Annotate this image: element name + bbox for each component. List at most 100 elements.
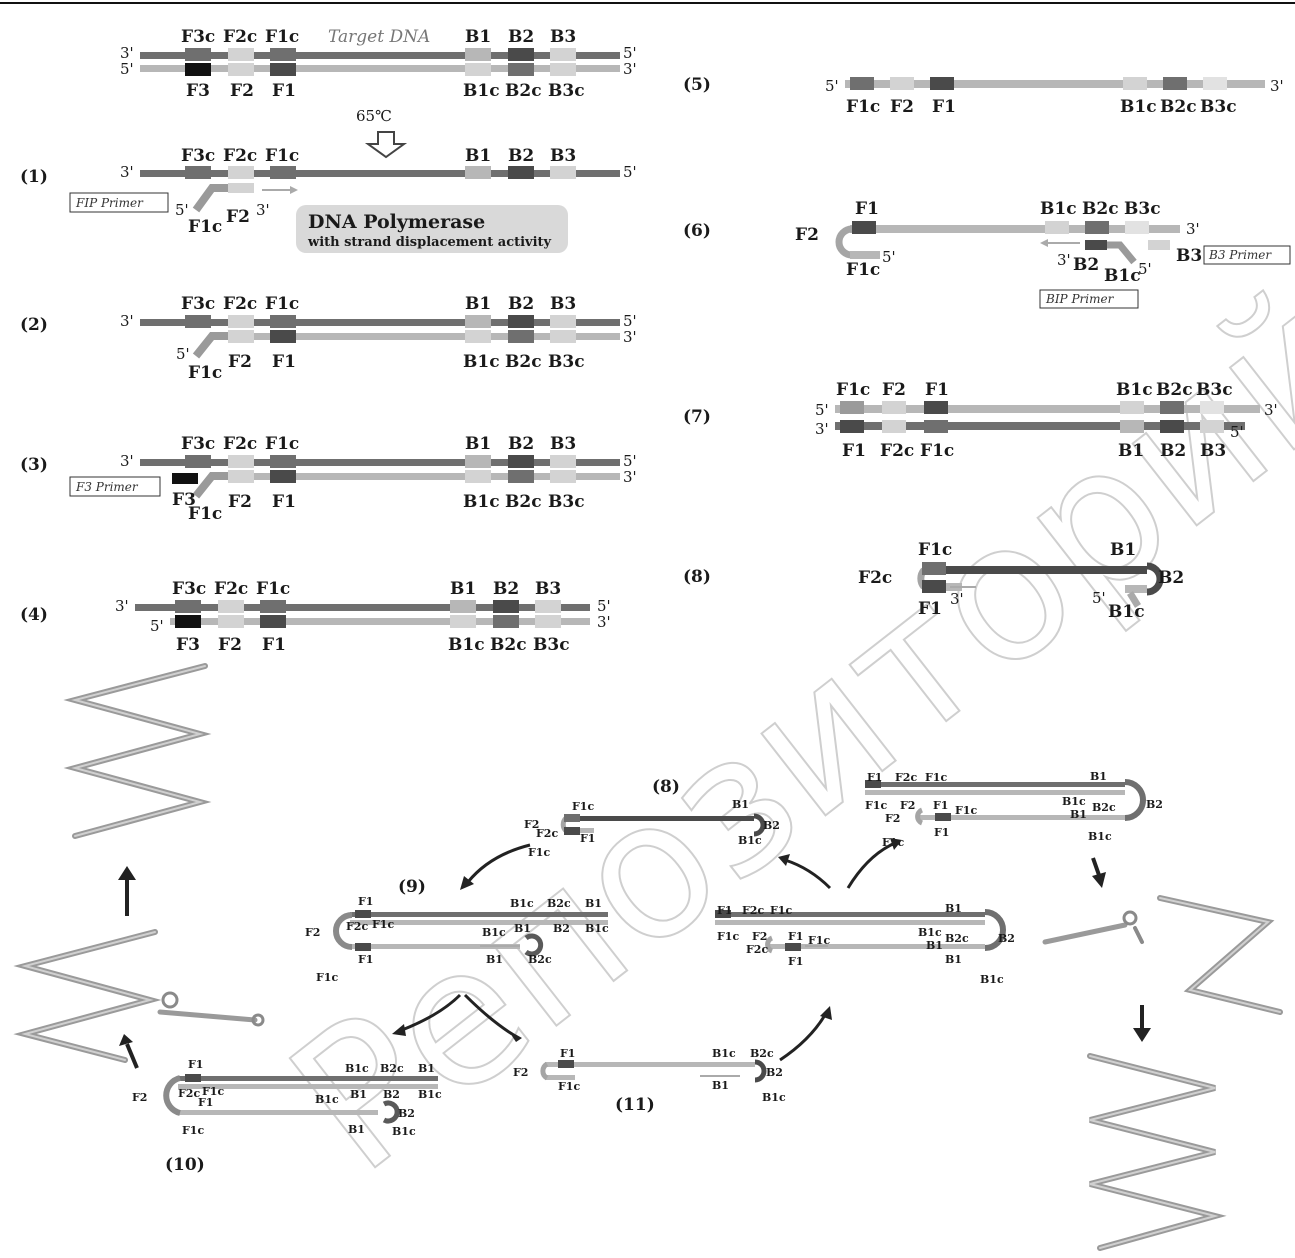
top-strand <box>835 405 1260 413</box>
end-5: 5' <box>175 201 189 219</box>
down-arrow-icon <box>364 131 408 159</box>
label-F1c: F1c <box>265 27 299 47</box>
b3-primer-label: B3 Primer <box>1208 248 1272 262</box>
curved-arrow-icon <box>401 993 462 1032</box>
region-F1 <box>840 420 864 433</box>
region-F3c <box>185 48 211 61</box>
region-F1c <box>270 315 296 328</box>
end-3-b: 3' <box>1057 251 1071 269</box>
label-B3: B3 <box>550 294 576 314</box>
region-F3c <box>175 600 201 613</box>
region-F1 <box>355 910 371 918</box>
label-F1c: F1c <box>202 1085 224 1098</box>
region-B1c <box>465 470 491 483</box>
region-B3 <box>1200 420 1224 433</box>
label-B1c: B1c <box>510 897 534 910</box>
label-F1c: F1c <box>717 930 739 943</box>
cycle-arrowheads <box>392 838 902 1042</box>
region-F1 <box>935 813 951 821</box>
region-B1 <box>465 48 491 61</box>
loop <box>1124 779 1146 821</box>
primer-F1c-tail <box>192 184 228 213</box>
region-F3c <box>185 166 211 179</box>
strand <box>545 1075 575 1080</box>
region-F2 <box>218 615 244 628</box>
label-F2c: F2c <box>214 579 248 599</box>
label-F2: F2 <box>752 930 767 943</box>
loop <box>754 1059 767 1083</box>
label-F2: F2 <box>524 818 539 831</box>
template-strand <box>140 319 620 326</box>
region-F1 <box>715 910 731 918</box>
label-F1c: F1c <box>808 934 830 947</box>
cycle-step-11: (11) <box>615 1095 655 1115</box>
region-B1c <box>450 615 476 628</box>
loop <box>161 991 179 1009</box>
label-B1: B1 <box>1070 808 1087 821</box>
end-3: 3' <box>120 452 134 470</box>
straight-arrows <box>118 857 1151 1069</box>
strand <box>865 790 1125 795</box>
loop <box>984 909 1006 951</box>
label-B1c: B1c <box>712 1047 736 1060</box>
loop-tail <box>192 472 228 499</box>
label-F1: F1 <box>358 953 373 966</box>
label-F2: F2 <box>513 1066 528 1079</box>
label-F1c: F1c <box>528 846 550 859</box>
region-B2 <box>493 600 519 613</box>
label-F1c: F1c <box>265 434 299 454</box>
strand <box>350 920 608 925</box>
label-B1c: B1c <box>482 926 506 939</box>
label-B1c: B1c <box>1088 830 1112 843</box>
label-F2: F2 <box>882 380 906 400</box>
label-B2c: B2c <box>1156 380 1193 400</box>
label-F2c: F2c <box>223 27 257 47</box>
label-F2: F2 <box>230 81 254 101</box>
label-F1: F1 <box>198 1096 213 1109</box>
end-3-right: 3' <box>623 468 637 486</box>
label-F2: F2 <box>305 926 320 939</box>
region-B2c <box>508 63 534 76</box>
end-3: 3' <box>1186 220 1200 238</box>
end-3: 3' <box>120 312 134 330</box>
end-5: 5' <box>882 248 896 266</box>
step-1: (1) F3c F2c F1c B1 B2 B3 3' 5' F2 F1c 5'… <box>20 146 637 253</box>
label-F2: F2 <box>132 1091 147 1104</box>
label-B2: B2 <box>1160 441 1186 461</box>
region-F1c <box>840 401 864 414</box>
end-3: 3' <box>115 597 129 615</box>
label-F1c: F1c <box>955 804 977 817</box>
label-F3c: F3c <box>181 434 215 454</box>
region-F2c <box>228 315 254 328</box>
region-F1 <box>558 1060 574 1068</box>
region-B1 <box>450 600 476 613</box>
concatemer-bottom-right <box>1087 1053 1227 1251</box>
loop-tail <box>850 251 880 259</box>
region-F1c <box>270 166 296 179</box>
label-B2c: B2c <box>945 932 969 945</box>
template-strand <box>140 459 620 466</box>
label-F1: F1 <box>788 930 803 943</box>
region-F1 <box>260 615 286 628</box>
region-F1c <box>924 420 948 433</box>
label-F2c: F2c <box>178 1087 200 1100</box>
label-B2: B2 <box>508 294 534 314</box>
end-5: 5' <box>150 617 164 635</box>
bip-tail <box>1107 241 1137 265</box>
region-F1 <box>865 780 881 788</box>
label-B1c: B1c <box>1040 199 1077 219</box>
label-F1: F1 <box>717 904 732 917</box>
step-2: (2) F3c F2c F1c B1 B2 B3 F2 F1 F1c B1c <box>20 294 637 383</box>
label-B1c: B1c <box>418 1088 442 1101</box>
arrowhead-icon <box>820 1006 832 1020</box>
region-F2 <box>890 77 914 90</box>
label-F1c: F1c <box>188 217 222 237</box>
end-3-right: 3' <box>623 328 637 346</box>
loop-tail <box>192 332 228 359</box>
label-B1c: B1c <box>1062 795 1086 808</box>
cycle-structure-10: F1 F2 F2c F1c F1 F1c B1c B2c B1 B1c B1 B… <box>132 1058 442 1138</box>
label-B2c: B2c <box>750 1047 774 1060</box>
label-F1: F1 <box>932 97 956 117</box>
region-F2c <box>228 455 254 468</box>
region-B1 <box>465 166 491 179</box>
